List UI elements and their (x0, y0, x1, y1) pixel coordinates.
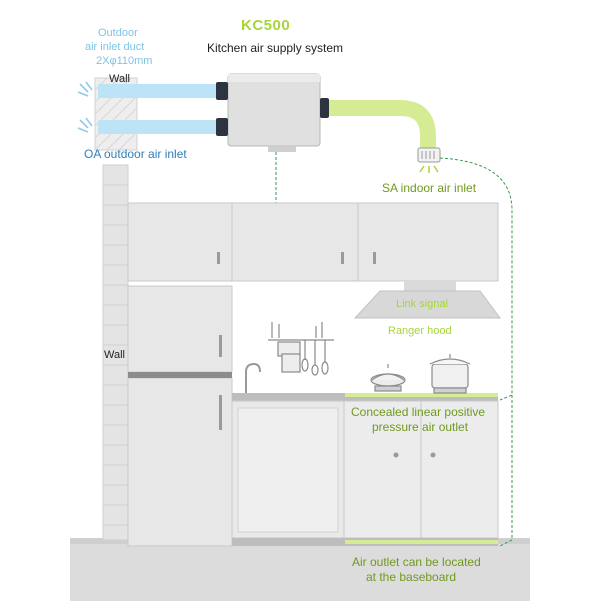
wall-label-top: Wall (109, 73, 130, 85)
cabinet-knob (393, 452, 399, 458)
tall-cabinet-divider (128, 372, 232, 378)
baseboard-outlet-label-line2: at the baseboard (366, 570, 457, 584)
unit-top-face (228, 74, 320, 82)
concealed-outlet-label-line1: Concealed linear positive (351, 405, 486, 419)
kc500-unit (227, 73, 321, 147)
upper-cabinet-2 (231, 202, 359, 282)
oa-inlet-label: OA outdoor air inlet (84, 147, 187, 161)
air-intake-arrow-icon (77, 81, 93, 133)
air-route-line-lower (499, 395, 513, 547)
unit-port-lower-left (216, 118, 228, 136)
concealed-outlet-strip (345, 393, 498, 397)
unit-base (268, 145, 296, 152)
range-hood-chimney (404, 281, 456, 291)
upper-cabinet-1 (127, 202, 233, 282)
sa-inlet-label: SA indoor air inlet (382, 181, 477, 195)
brick-pattern (103, 184, 128, 526)
outdoor-duct-label-line3: 2Xφ110mm (96, 55, 153, 67)
diagram-subtitle: Kitchen air supply system (207, 41, 344, 55)
tall-cabinet-lower (127, 377, 233, 547)
cabinet-handle (217, 252, 220, 264)
wok-icon (370, 364, 406, 392)
cabinet-handle (219, 395, 222, 430)
supply-air-arrow-icon (419, 165, 439, 173)
outdoor-duct-upper (98, 84, 220, 98)
concealed-outlet-label-line2: pressure air outlet (372, 420, 469, 434)
outdoor-duct-label-line1: Outdoor (98, 27, 138, 39)
brick-wall (102, 164, 129, 541)
dishwasher-panel (237, 407, 339, 533)
upper-cabinet-3 (357, 202, 499, 282)
cabinet-handle (341, 252, 344, 264)
wall-label-side: Wall (104, 349, 125, 361)
range-hood-label: Ranger hood (388, 325, 452, 337)
outdoor-duct-lower (98, 120, 220, 134)
unit-port-upper-left (216, 82, 228, 100)
lower-cabinet-left (343, 400, 422, 539)
lower-cabinet-right (420, 400, 499, 539)
faucet-icon (245, 362, 261, 393)
utensil-rack-icon (268, 322, 334, 376)
supply-duct (326, 100, 436, 150)
link-signal-label: Link signal (396, 298, 448, 310)
range-hood (353, 290, 501, 319)
tall-cabinet-upper (127, 285, 233, 373)
sa-diffuser (417, 147, 441, 163)
diagram-title: KC500 (241, 17, 291, 34)
outdoor-duct-label-line2: air inlet duct (85, 41, 145, 53)
diffuser-grill (421, 151, 435, 159)
unit-port-right (320, 98, 329, 118)
baseboard-outlet-strip (345, 540, 498, 544)
cabinet-knob (430, 452, 436, 458)
pot-icon (429, 354, 471, 394)
baseboard-outlet-label-line1: Air outlet can be located (352, 555, 481, 569)
floor (70, 538, 530, 601)
cabinet-handle (219, 335, 222, 357)
cabinet-handle (373, 252, 376, 264)
